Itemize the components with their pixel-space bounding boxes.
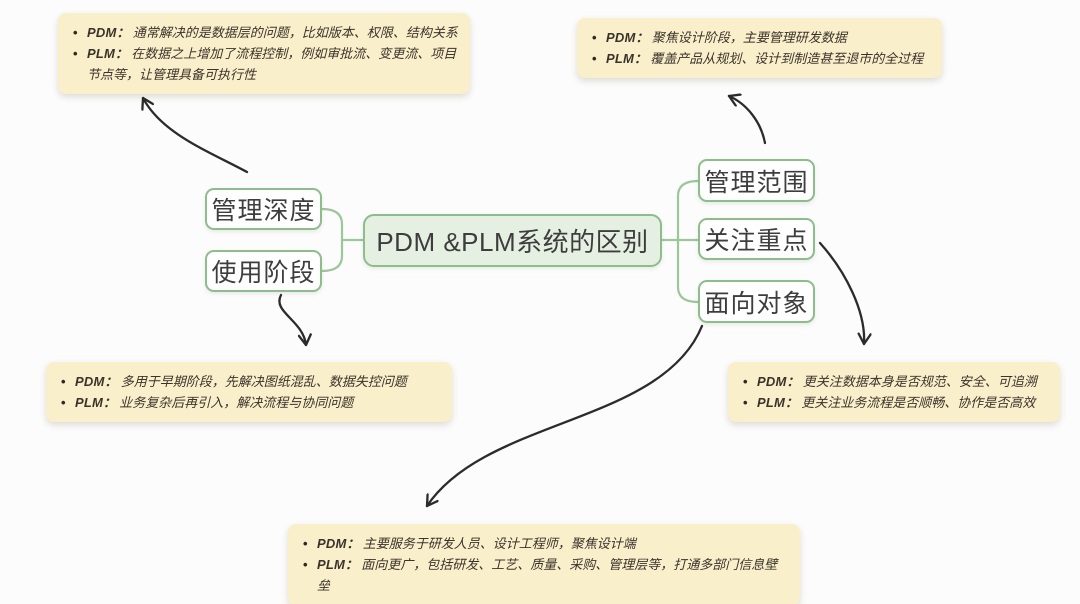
bullet-term: PLM：	[757, 395, 799, 411]
arrow-focus-note-icon	[818, 241, 864, 346]
arrow-stage-note-icon	[278, 293, 306, 347]
connector-left-bottom	[320, 238, 344, 273]
note-management-scope: PDM：聚焦设计阶段，主要管理研发数据 PLM：覆盖产品从规划、设计到制造甚至退…	[577, 18, 942, 79]
note-bullet: PDM：聚焦设计阶段，主要管理研发数据	[589, 27, 930, 48]
note-bullet: PLM：业务复杂后再引入，解决流程与协同问题	[58, 392, 440, 413]
bullet-text: 主要服务于研发人员、设计工程师，聚焦设计端	[362, 536, 636, 551]
bullet-term: PDM：	[75, 374, 118, 389]
bullet-term: PDM：	[87, 25, 130, 40]
note-bullet: PLM：面向更广，包括研发、工艺、质量、采购、管理层等，打通多部门信息壁垒	[300, 554, 788, 596]
note-focus-points: PDM：更关注数据本身是否规范、安全、可追溯 PLM：更关注业务流程是否顺畅、协…	[728, 362, 1060, 423]
note-usage-stage: PDM：多用于早期阶段，先解决图纸混乱、数据失控问题 PLM：业务复杂后再引入，…	[46, 362, 452, 423]
note-management-depth: PDM：通常解决的是数据层的问题，比如版本、权限、结构关系 PLM：在数据之上增…	[58, 13, 470, 95]
note-bullet: PDM：多用于早期阶段，先解决图纸混乱、数据失控问题	[58, 371, 440, 392]
note-target-users: PDM：主要服务于研发人员、设计工程师，聚焦设计端 PLM：面向更广，包括研发、…	[288, 524, 800, 604]
note-bullet: PLM：在数据之上增加了流程控制，例如审批流、变更流、项目节点等，让管理具备可执…	[70, 43, 458, 85]
bullet-text: 面向更广，包括研发、工艺、质量、采购、管理层等，打通多部门信息壁垒	[317, 557, 778, 594]
bullet-term: PDM：	[606, 30, 649, 45]
connector-right-top	[676, 179, 700, 242]
bullet-term: PDM：	[757, 374, 800, 389]
note-bullet: PDM：通常解决的是数据层的问题，比如版本、权限、结构关系	[70, 22, 458, 43]
bullet-term: PLM：	[87, 46, 129, 62]
bullet-text: 通常解决的是数据层的问题，比如版本、权限、结构关系	[132, 25, 458, 40]
bullet-term: PLM：	[606, 51, 648, 67]
bullet-text: 更关注业务流程是否顺畅、协作是否高效	[801, 395, 1036, 411]
note-bullet: PDM：更关注数据本身是否规范、安全、可追溯	[740, 371, 1048, 392]
branch-node-management-scope: 管理范围	[698, 159, 815, 202]
bullet-text: 在数据之上增加了流程控制，例如审批流、变更流、项目节点等，让管理具备可执行性	[87, 46, 457, 83]
arrow-depth-note-icon	[143, 96, 249, 174]
bullet-text: 多用于早期阶段，先解决图纸混乱、数据失控问题	[120, 374, 407, 389]
arrow-audience-note-icon	[425, 324, 704, 508]
connector-left-top	[320, 207, 365, 242]
note-bullet: PDM：主要服务于研发人员、设计工程师，聚焦设计端	[300, 533, 788, 554]
branch-node-focus-points: 关注重点	[698, 218, 815, 260]
bullet-text: 覆盖产品从规划、设计到制造甚至退市的全过程	[650, 51, 924, 67]
arrow-scope-note-icon	[727, 96, 767, 145]
bullet-term: PLM：	[317, 557, 359, 573]
center-node-title: PDM &PLM系统的区别	[363, 214, 662, 267]
bullet-term: PDM：	[317, 536, 360, 551]
connector-right-bottom	[676, 238, 700, 304]
branch-node-management-depth: 管理深度	[205, 188, 322, 230]
bullet-text: 更关注数据本身是否规范、安全、可追溯	[802, 374, 1037, 389]
bullet-term: PLM：	[75, 395, 117, 411]
note-bullet: PLM：覆盖产品从规划、设计到制造甚至退市的全过程	[589, 48, 930, 69]
branch-node-usage-stage: 使用阶段	[205, 250, 322, 292]
bullet-text: 聚焦设计阶段，主要管理研发数据	[651, 30, 847, 45]
bullet-text: 业务复杂后再引入，解决流程与协同问题	[119, 395, 354, 411]
branch-node-target-users: 面向对象	[698, 280, 815, 323]
note-bullet: PLM：更关注业务流程是否顺畅、协作是否高效	[740, 392, 1048, 413]
